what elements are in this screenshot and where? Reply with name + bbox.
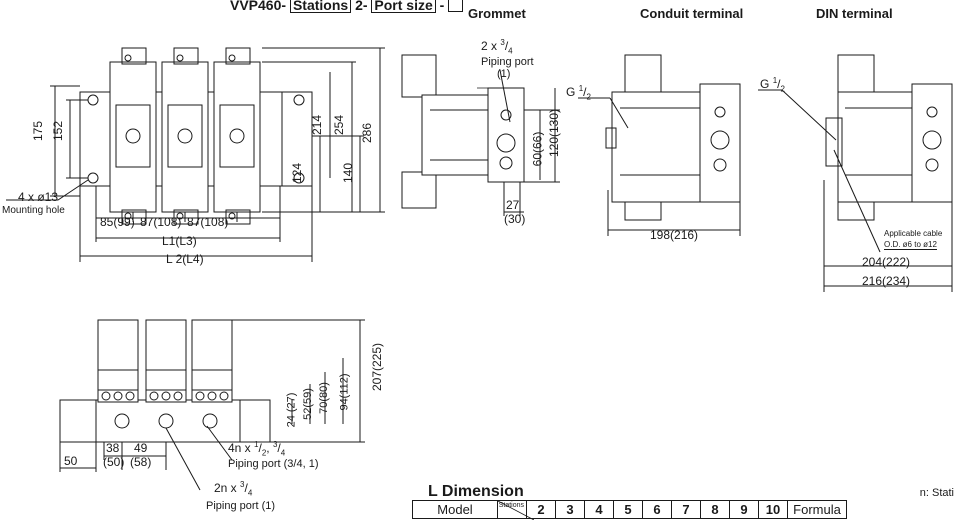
station-col-3: 3 [555, 500, 585, 519]
model-middle: 2- [355, 0, 368, 13]
dim-124: 124 [290, 162, 305, 184]
port-4n-comma: , [266, 441, 270, 455]
port-2n-den: 4 [247, 488, 253, 498]
model-code-header: VVP460- Stations 2- Port size - [230, 0, 464, 13]
dim-49b: (58) [130, 455, 152, 469]
port-4n-den-a: 2 [261, 448, 267, 458]
table-header-row: Model Stations 2 3 4 5 6 7 8 9 10 Formul… [412, 500, 847, 520]
port-4n-num-a: 1 [254, 440, 259, 449]
dim-152: 152 [51, 120, 66, 142]
mounting-hole-count: 4 x ø13 [18, 190, 59, 204]
port-2n-num: 3 [240, 480, 245, 489]
option-empty-box [448, 0, 464, 12]
din-thread-num: 1 [772, 76, 778, 85]
pitch-dim-3: 87(108) [187, 215, 229, 229]
stations-note: n: Stati [919, 487, 954, 499]
piping-count-den: 4 [508, 46, 513, 56]
conduit-thread: G 1/2 [566, 84, 591, 102]
dim-38b: (50) [103, 455, 125, 469]
stations-word: Stations [498, 502, 524, 509]
din-thread-den: 2 [780, 84, 785, 94]
dim-30: (30) [504, 212, 526, 226]
grommet-label: Grommet [468, 6, 526, 21]
stations-diagonal-cell: Stations [497, 500, 534, 520]
port-4n-num-b: 3 [272, 440, 278, 449]
dim-207: 207(225) [370, 342, 385, 392]
port-size-box: Port size [371, 0, 436, 13]
piping-port-num: (1) [497, 68, 511, 80]
dim-24: 24 (27) [285, 392, 298, 428]
conduit-terminal-label: Conduit terminal [640, 6, 744, 21]
stations-box: Stations [289, 0, 352, 13]
port-2n-prefix: 2n x [214, 481, 237, 495]
pitch-dim-1: 85(99) [100, 215, 135, 229]
din-side-view [758, 54, 953, 292]
valve-body-3 [213, 47, 261, 225]
mounting-hole-label: Mounting hole [2, 205, 65, 216]
valve-body-2 [161, 47, 209, 225]
dim-198: 198(216) [650, 228, 699, 242]
port-2n-label: Piping port (1) [206, 500, 276, 512]
station-col-9: 9 [729, 500, 759, 519]
l-dimension-title: L Dimension [428, 483, 524, 500]
dim-49: 49 [134, 441, 148, 455]
dim-204: 204(222) [862, 255, 911, 269]
front-valve-2 [145, 319, 187, 403]
grommet-side-view [401, 54, 560, 216]
model-prefix: VVP460- [230, 0, 287, 13]
station-col-8: 8 [700, 500, 730, 519]
dim-216: 216(234) [862, 274, 911, 288]
port-2n-spec: 2n x 3/4 [214, 480, 253, 498]
front-valve-1 [97, 319, 139, 403]
piping-count-prefix: 2 x [481, 39, 498, 53]
port-4n-label: Piping port (3/4, 1) [228, 458, 319, 470]
dim-120: 120(130) [547, 108, 562, 158]
dim-27: 27 [506, 198, 520, 212]
station-col-5: 5 [613, 500, 643, 519]
l2-dim: L 2(L4) [166, 252, 204, 266]
piping-count-num: 3 [500, 38, 505, 47]
station-col-7: 7 [671, 500, 701, 519]
dim-60: 60(66) [530, 131, 545, 167]
dim-52: 52(59) [301, 388, 314, 420]
model-column-header: Model [412, 500, 498, 519]
dim-175: 175 [31, 120, 46, 142]
top-view [6, 47, 385, 262]
station-col-10: 10 [758, 500, 788, 519]
dim-70: 70(80) [317, 382, 330, 414]
l-dimension-table: Model Stations 2 3 4 5 6 7 8 9 10 Formul… [412, 500, 847, 520]
din-terminal-label: DIN terminal [816, 6, 893, 21]
piping-port-label: Piping port [481, 56, 534, 68]
front-view [59, 319, 365, 491]
dim-254: 254 [332, 114, 347, 136]
pitch-dim-2: 87(108) [140, 215, 182, 229]
l1-dim: L1(L3) [162, 234, 197, 248]
dim-50: 50 [64, 454, 78, 468]
conduit-thread-g: G [566, 85, 576, 99]
dim-214: 214 [310, 114, 325, 136]
cable-label-1: Applicable cable [884, 229, 943, 238]
formula-column-header: Formula [787, 500, 847, 519]
dim-286: 286 [360, 122, 375, 144]
conduit-side-view [578, 54, 741, 236]
dim-94: 94(112) [338, 373, 351, 411]
port-4n-spec: 4n x 1/2, 3/4 [228, 440, 286, 458]
din-thread: G 1/2 [760, 76, 785, 94]
port-4n-den-b: 4 [280, 448, 286, 458]
conduit-thread-num: 1 [578, 84, 584, 93]
station-col-4: 4 [584, 500, 614, 519]
dim-140: 140 [341, 162, 356, 184]
port-4n-prefix: 4n x [228, 441, 251, 455]
model-dash: - [439, 0, 445, 13]
station-col-6: 6 [642, 500, 672, 519]
front-valve-3 [191, 319, 233, 403]
cable-label-2: O.D. ø6 to ø12 [884, 240, 937, 250]
din-thread-g: G [760, 77, 770, 91]
valve-body-1 [109, 47, 157, 225]
conduit-thread-den: 2 [586, 92, 591, 102]
dim-38: 38 [106, 441, 120, 455]
piping-port-count: 2 x 3/4 [481, 38, 513, 56]
